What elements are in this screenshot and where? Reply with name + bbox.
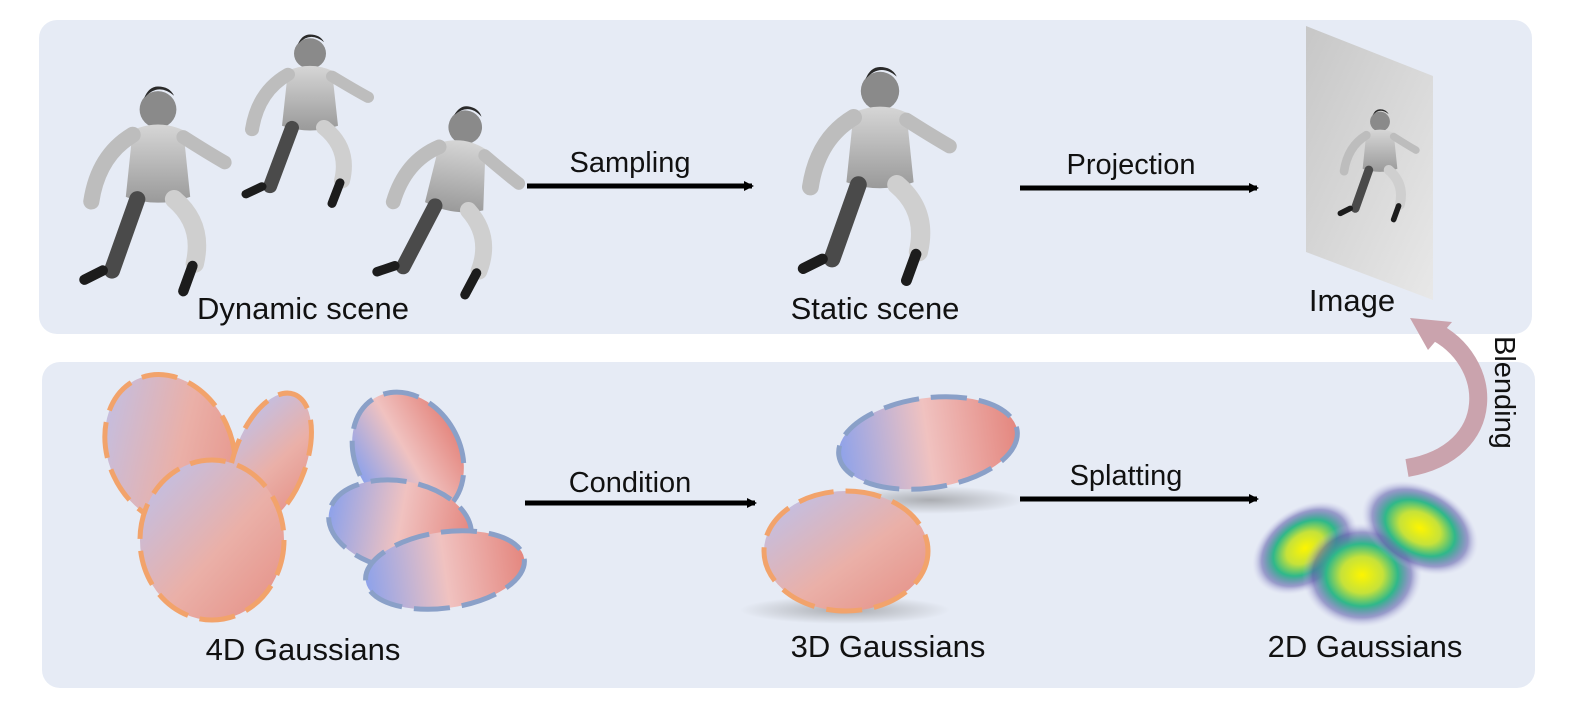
image-label: Image (1308, 283, 1396, 318)
static-scene-figure (803, 67, 949, 281)
blending-arrow (1405, 321, 1488, 477)
splatting-label: Splatting (1069, 460, 1183, 492)
gaussians-2d-splats (1252, 480, 1479, 627)
dynamic-scene-figures (84, 34, 528, 299)
gaussians-3d-label: 3D Gaussians (790, 629, 986, 664)
gaussians-2d-label: 2D Gaussians (1267, 629, 1463, 664)
image-plane (1306, 26, 1433, 300)
sampling-label: Sampling (569, 147, 691, 179)
gaussians-3d-ellipsoids (740, 394, 1025, 624)
static-scene-label: Static scene (790, 291, 960, 326)
projection-label: Projection (1066, 149, 1196, 181)
blending-label: Blending (1488, 336, 1520, 449)
blending-arrowhead (1410, 318, 1452, 350)
condition-label: Condition (568, 467, 692, 499)
dynamic-scene-label: Dynamic scene (197, 291, 409, 326)
gaussians-4d-label: 4D Gaussians (205, 632, 401, 667)
gaussians-4d-ellipsoids (102, 372, 527, 623)
